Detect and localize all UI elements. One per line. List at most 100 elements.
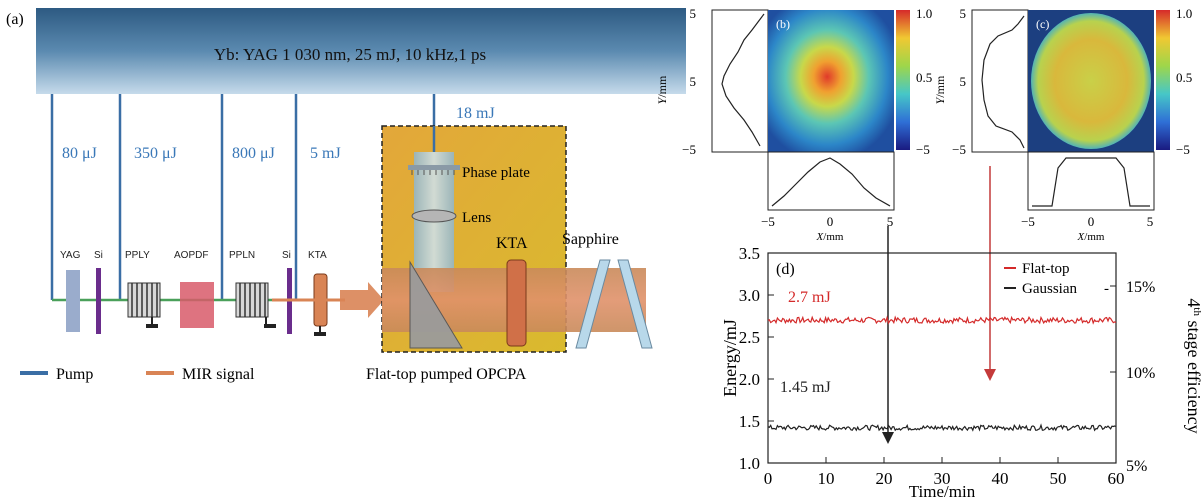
panel-d-ytick-label: 3.0: [739, 286, 760, 305]
panel-c-xlabel: X/mm: [1077, 231, 1105, 243]
panel-d-xtick-label: 40: [992, 469, 1009, 488]
opcpa-caption: Flat-top pumped OPCPA: [366, 366, 527, 383]
panel-c-yprofile-frame: [971, 9, 1029, 153]
phase-plate-label: Phase plate: [462, 165, 530, 181]
phase-plate: [408, 165, 460, 170]
series-line-flattop: [767, 315, 1117, 325]
sapphire-plates: [575, 259, 653, 349]
panel-c-ylabel: Y/mm: [933, 75, 947, 104]
panel-c-ytick-top: 5: [960, 6, 967, 21]
panel-d-ytick-label: 2.5: [739, 328, 760, 347]
phase-plate-ridges: [411, 170, 455, 175]
legend-pump-label: Pump: [56, 366, 93, 383]
panel-b-xlabel: X/mm: [816, 231, 844, 243]
panel-b: (b) 1.0 0.5 −5 5 5 −5 Y/mm −5 0 5 X/mm: [655, 6, 932, 243]
panel-c: (c) 1.0 0.5 −5 5 5 −5 Y/mm −5 0 5 X/mm: [933, 6, 1192, 243]
panel-c-colorbar: [1156, 10, 1170, 150]
panel-b-ytick-bot: −5: [682, 142, 696, 157]
lens: [411, 209, 457, 223]
component-label-aopdf: AOPDF: [174, 250, 208, 261]
panel-d-xlabel: Time/min: [909, 482, 976, 501]
sapphire-label: Sapphire: [562, 231, 619, 248]
series-line-gaussian: [767, 423, 1117, 432]
laser-spec: Yb: YAG 1 030 nm, 25 mJ, 10 kHz,1 ps: [214, 45, 486, 64]
panel-b-xtick-2: 0: [827, 214, 834, 229]
panel-d-y2label: 4th stage efficiency: [1184, 298, 1203, 433]
panel-d-xtick-label: 30: [934, 469, 951, 488]
panel-d-ytick-label: 2.0: [739, 370, 760, 389]
panel-d-xtick-label: 50: [1050, 469, 1067, 488]
panel-d-ytick-label: 3.5: [739, 244, 760, 263]
panel-b-cbar-top: 1.0: [916, 6, 932, 21]
component-label-pply: PPLY: [125, 250, 150, 261]
panel-b-colorbar: [896, 10, 910, 150]
panel-d-xtick-label: 10: [818, 469, 835, 488]
panel-d-annot-flattop: 2.7 mJ: [788, 289, 831, 306]
pump-energy-3: 800 μJ: [232, 145, 275, 162]
legend-gaussian-dash: -: [1104, 281, 1109, 297]
lens-label: Lens: [462, 210, 491, 226]
panel-c-xtick-1: −5: [1021, 214, 1035, 229]
legend-gaussian-label: Gaussian: [1022, 281, 1077, 297]
panel-d-annot-gaussian: 1.45 mJ: [780, 379, 831, 396]
panel-c-cbar-mid: 0.5: [1176, 70, 1192, 85]
prism-mirror: [409, 260, 463, 349]
aopdf-crystal: [180, 282, 214, 328]
pply-crystal: [127, 282, 161, 328]
panel-d-xtick-label: 60: [1108, 469, 1125, 488]
panel-d-ylabel: Energy/mJ: [720, 319, 740, 397]
kta-label: KTA: [496, 235, 528, 252]
panel-b-xprofile-curve: [771, 157, 891, 207]
panel-b-xprofile-frame: [767, 151, 895, 211]
kta-crystal-large: [506, 259, 527, 347]
signal-arrow: [340, 282, 384, 318]
panel-d-y2tick-15: 15%: [1126, 279, 1155, 296]
panel-b-ytick-mid: 5: [690, 74, 697, 89]
legend-flattop-label: Flat-top: [1022, 261, 1070, 277]
panel-b-ylabel: Y/mm: [655, 75, 669, 104]
component-label-ppln: PPLN: [229, 250, 255, 261]
pump-lines: [50, 94, 436, 300]
legend-signal-label: MIR signal: [182, 366, 255, 383]
pump-energy-1: 80 μJ: [62, 145, 97, 162]
yag-crystal: [66, 270, 80, 332]
panel-c-cbar-bot: −5: [1176, 142, 1190, 157]
panel-c-yprofile-curve: [981, 15, 1025, 149]
panel-d-xtick-label: 0: [764, 469, 773, 488]
panel-b-cbar-mid: 0.5: [916, 70, 932, 85]
panel-d-xtick-label: 20: [876, 469, 893, 488]
panel-b-yprofile-frame: [711, 9, 769, 153]
component-label-kta: KTA: [308, 250, 327, 261]
panel-c-ytick-mid: 5: [960, 74, 967, 89]
kta-crystal-small: [313, 273, 328, 336]
panel-b-label: (b): [776, 17, 790, 31]
panel-c-label: (c): [1036, 17, 1049, 31]
panel-d-label: (d): [776, 261, 795, 278]
pump-energy-4: 5 mJ: [310, 145, 341, 162]
panel-b-cbar-bot: −5: [916, 142, 930, 157]
panel-b-ytick-top: 5: [690, 6, 697, 21]
panel-c-xtick-2: 0: [1088, 214, 1095, 229]
component-label-si1: Si: [94, 250, 103, 261]
component-label-si2: Si: [282, 250, 291, 261]
panel-b-xtick-1: −5: [761, 214, 775, 229]
panel-d-y2tick-5: 5%: [1126, 458, 1147, 475]
panel-b-yprofile-curve: [721, 13, 765, 147]
panel-b-beam-image: [768, 10, 894, 152]
laser-box: [36, 8, 686, 94]
panel-c-xprofile-frame: [1027, 151, 1155, 211]
panel-c-xprofile-curve: [1032, 157, 1150, 207]
panel-d-y2tick-10: 10%: [1126, 365, 1155, 382]
si-plate-1: [96, 268, 101, 334]
panel-b-xtick-3: 5: [887, 214, 894, 229]
panel-c-cbar-top: 1.0: [1176, 6, 1192, 21]
panel-c-xtick-3: 5: [1147, 214, 1154, 229]
pump-energy-top: 18 mJ: [456, 105, 495, 122]
panel-d-ytick-label: 1.5: [739, 412, 760, 431]
ppln-crystal: [235, 282, 276, 328]
panel-a-label: (a): [6, 11, 24, 28]
pump-energy-2: 350 μJ: [134, 145, 177, 162]
component-label-yag: YAG: [60, 250, 81, 261]
panel-c-ytick-bot: −5: [952, 142, 966, 157]
